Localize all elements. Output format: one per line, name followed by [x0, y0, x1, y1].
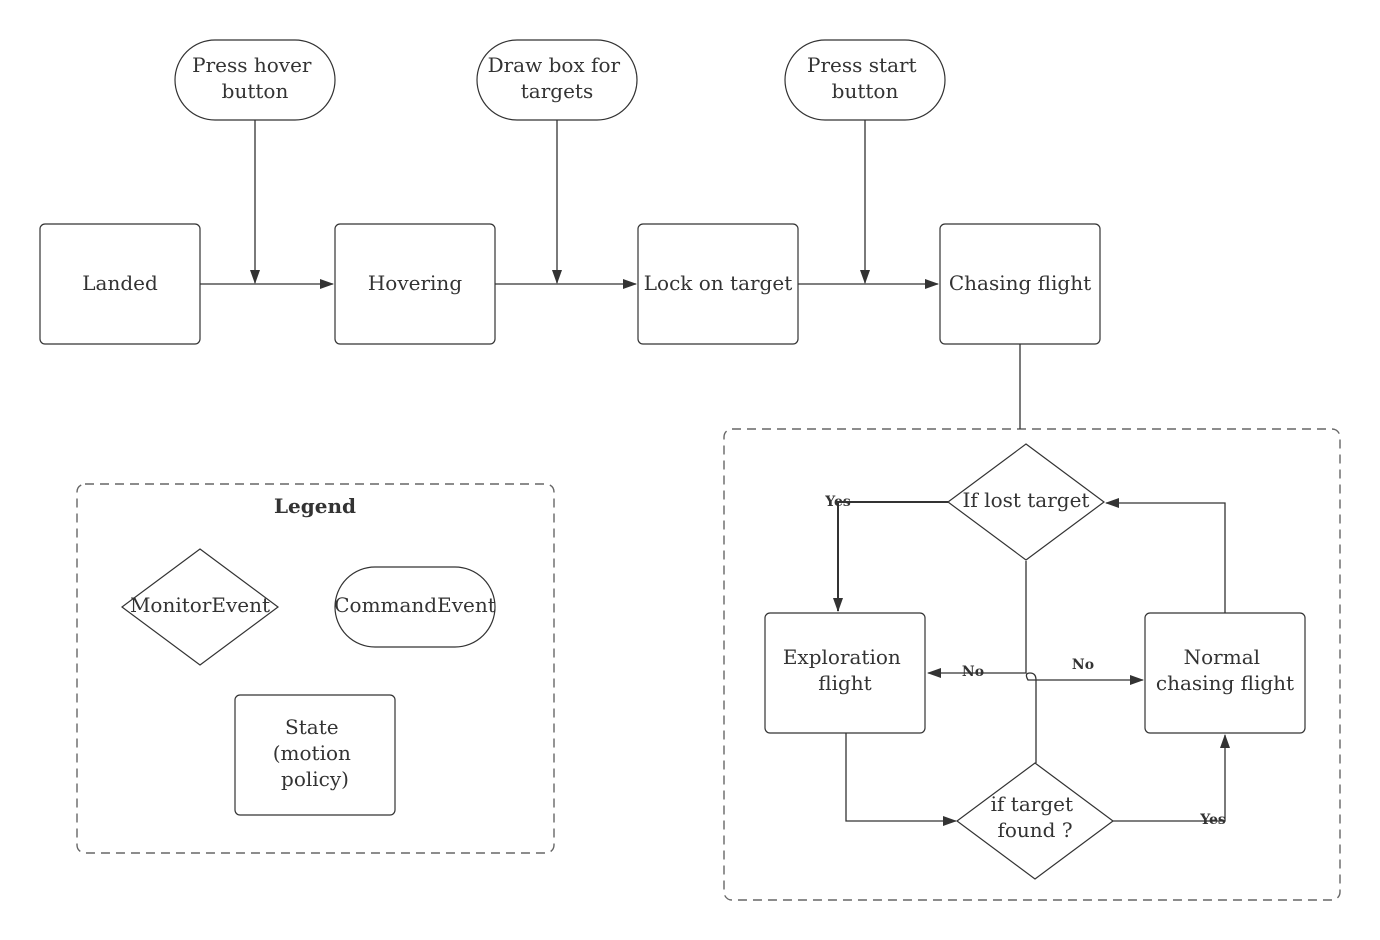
edge-normal-to-lost: [1105, 498, 1226, 613]
normal-chasing-flight-state: [1144, 612, 1306, 734]
legend-monitor-event-shape: [120, 548, 280, 666]
edge-label-lost-yes: Yes: [824, 494, 851, 510]
lock-on-target-state: [637, 223, 799, 345]
hovering-label: Hovering: [368, 271, 462, 295]
edge-label-found-yes: Yes: [1199, 812, 1226, 828]
lost-target-decision: [946, 443, 1106, 561]
legend-frame: [76, 483, 555, 854]
edge-exploration-to-found: [845, 733, 957, 826]
landed-label: Landed: [82, 271, 158, 295]
edge-lost-no-left: [927, 561, 1027, 678]
hovering-state: [334, 223, 496, 345]
edge-lost-yes: [833, 501, 948, 612]
edge-label-lost-no-right: No: [1072, 657, 1094, 673]
legend-state-label: State (motion policy): [273, 715, 358, 791]
lock-on-target-label: Lock on target: [644, 271, 792, 295]
target-found-label: if target found ?: [991, 792, 1080, 842]
legend-state-shape: [234, 694, 396, 816]
edge-found-yes: [1113, 734, 1230, 822]
press-hover-label: Press hover button: [192, 53, 318, 103]
edge-lost-no-right: [1025, 672, 1144, 763]
legend-command-event-label: CommandEvent: [334, 593, 496, 617]
landed-state: [39, 223, 201, 345]
lost-target-label: If lost target: [963, 488, 1090, 512]
legend-monitor-event-label: MonitorEvent: [130, 593, 270, 617]
legend-command-event-shape: [334, 566, 496, 648]
press-hover-command: [174, 39, 336, 121]
normal-chasing-flight-label: Normal chasing flight: [1156, 645, 1294, 695]
press-start-command: [784, 39, 946, 121]
press-start-label: Press start button: [807, 53, 923, 103]
draw-box-label: Draw box for targets: [488, 53, 627, 103]
exploration-flight-state: [764, 612, 926, 734]
exploration-flight-label: Exploration flight: [783, 645, 907, 695]
chasing-flight-state: [939, 223, 1101, 345]
legend-title: Legend: [274, 494, 356, 518]
edge-label-lost-no-left: No: [962, 664, 984, 680]
draw-box-command: [476, 39, 638, 121]
chasing-flight-label: Chasing flight: [949, 271, 1091, 295]
target-found-decision: [955, 762, 1115, 880]
chasing-subprocess-frame: [723, 428, 1341, 901]
